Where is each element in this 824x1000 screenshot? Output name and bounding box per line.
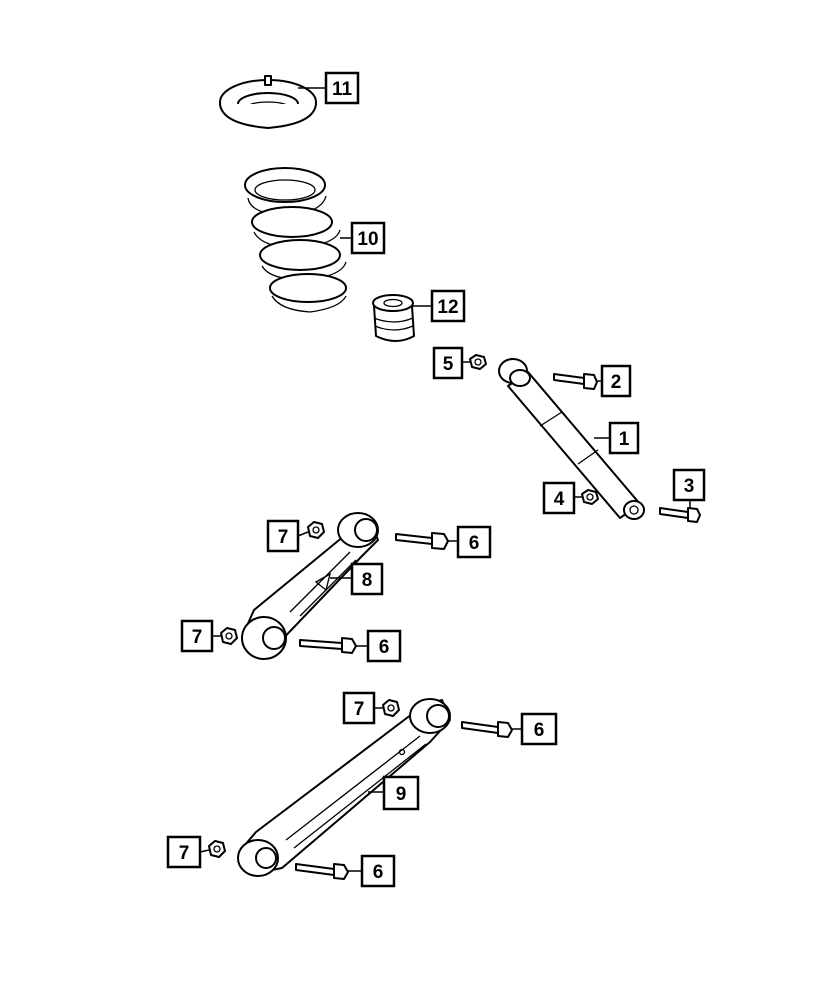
callout-5: 5 <box>432 346 464 380</box>
bolt-part-6-d <box>295 863 362 880</box>
nut-part-4 <box>574 489 599 505</box>
nut-part-7-a <box>297 521 325 539</box>
callout-9-label: 9 <box>396 784 407 805</box>
callout-6-a-label: 6 <box>469 533 480 554</box>
callout-10-label: 10 <box>357 229 378 250</box>
callout-12-label: 12 <box>437 297 458 318</box>
callout-7-d-label: 7 <box>179 843 190 864</box>
callout-11: 11 <box>324 71 360 105</box>
callout-7-c-label: 7 <box>354 699 365 720</box>
callout-7-a-label: 7 <box>278 527 289 548</box>
coil-spring-part <box>244 167 352 313</box>
callout-3: 3 <box>672 468 706 502</box>
jounce-bumper-part <box>372 294 432 342</box>
bolt-part-2 <box>553 373 602 390</box>
callout-11-label: 11 <box>332 79 353 100</box>
bolt-part-6-a <box>395 532 458 550</box>
callout-6-a: 6 <box>456 525 492 559</box>
callout-2: 2 <box>600 364 632 398</box>
upper-control-arm-part <box>241 512 379 660</box>
callout-7-b-label: 7 <box>192 627 203 648</box>
callout-3-label: 3 <box>684 476 695 497</box>
callout-1: 1 <box>608 421 640 455</box>
callout-12: 12 <box>430 289 466 323</box>
callout-2-label: 2 <box>611 372 622 393</box>
callout-6-d: 6 <box>360 854 396 888</box>
callout-5-label: 5 <box>443 354 454 375</box>
nut-part-7-d <box>199 840 226 858</box>
bolt-part-3 <box>659 500 701 523</box>
callout-8: 8 <box>350 562 384 596</box>
callout-4: 4 <box>542 481 576 515</box>
callout-8-label: 8 <box>362 570 373 591</box>
callout-7-a: 7 <box>266 519 300 553</box>
callout-9: 9 <box>382 775 420 811</box>
callout-10: 10 <box>350 221 386 255</box>
callout-7-c: 7 <box>342 691 376 725</box>
lower-control-arm-part <box>237 698 451 877</box>
callout-6-b: 6 <box>366 629 402 663</box>
nut-part-7-b <box>212 627 238 645</box>
shock-absorber-part <box>498 358 645 520</box>
bolt-part-6-b <box>299 637 368 654</box>
callout-7-b: 7 <box>180 619 214 653</box>
callout-7-d: 7 <box>166 835 202 869</box>
callout-4-label: 4 <box>554 489 565 510</box>
nut-part-5 <box>462 354 487 370</box>
callout-6-c: 6 <box>520 712 558 746</box>
spring-isolator-part <box>219 75 326 129</box>
callout-6-c-label: 6 <box>534 720 545 741</box>
nut-part-7-c <box>374 699 400 717</box>
callout-1-label: 1 <box>619 429 630 450</box>
callout-6-b-label: 6 <box>379 637 390 658</box>
bolt-part-6-c <box>461 721 522 738</box>
callout-6-d-label: 6 <box>373 862 384 883</box>
